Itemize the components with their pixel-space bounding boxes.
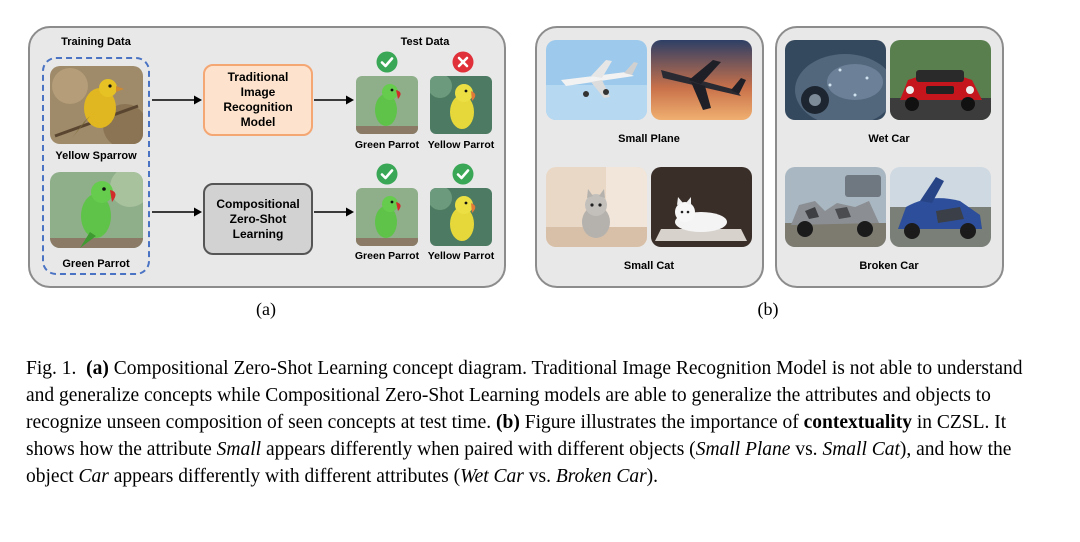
caption-b-text: Figure illustrates the importance of [520, 412, 804, 433]
broken-car-image-1 [785, 167, 886, 247]
caption-term: Car [79, 466, 109, 487]
panel-b-label: (b) [738, 299, 798, 320]
test-label-green-parrot-1: Green Parrot [349, 139, 425, 151]
panel-a-label: (a) [236, 299, 296, 320]
czsl-model-box: Compositional Zero-Shot Learning [203, 183, 313, 255]
check-icon [376, 51, 398, 73]
test-label-green-parrot-2: Green Parrot [349, 250, 425, 262]
caption-term: Small Plane [696, 439, 791, 460]
arrow-to-traditional [152, 93, 202, 107]
test-label-yellow-parrot-2: Yellow Parrot [423, 250, 499, 262]
green-parrot-image [50, 172, 143, 248]
caption-a-tag: (a) [86, 358, 109, 379]
wet-car-image-2 [890, 40, 991, 120]
caption-b-text: vs. [790, 439, 822, 460]
small-plane-image-2 [651, 40, 752, 120]
traditional-model-box: Traditional Image Recognition Model [203, 64, 313, 136]
caption-keyword-contextuality: contextuality [804, 412, 912, 433]
training-data-title: Training Data [46, 36, 146, 48]
group-label-small-cat: Small Cat [596, 260, 702, 272]
figure-caption: Fig. 1. (a) Compositional Zero-Shot Lear… [26, 355, 1026, 490]
caption-term: Broken Car [556, 466, 647, 487]
caption-b-text: vs. [524, 466, 556, 487]
small-plane-image-1 [546, 40, 647, 120]
caption-b-text: appears differently when paired with dif… [261, 439, 696, 460]
yellow-sparrow-image [50, 66, 143, 144]
group-label-broken-car: Broken Car [836, 260, 942, 272]
test-yellow-parrot-image [430, 76, 492, 134]
small-cat-image-1 [546, 167, 647, 247]
caption-term: Wet Car [460, 466, 524, 487]
arrow-to-test-1 [314, 93, 354, 107]
caption-b-tag: (b) [496, 412, 520, 433]
test-green-parrot-image [356, 188, 418, 246]
test-green-parrot-image [356, 76, 418, 134]
test-label-yellow-parrot-1: Yellow Parrot [423, 139, 499, 151]
training-label-yellow-sparrow: Yellow Sparrow [44, 150, 148, 162]
arrow-to-test-2 [314, 205, 354, 219]
caption-fig-number: Fig. 1. [26, 358, 76, 379]
caption-b-text: ). [647, 466, 658, 487]
caption-term: Small Cat [822, 439, 899, 460]
check-icon [376, 163, 398, 185]
wet-car-image-1 [785, 40, 886, 120]
group-label-small-plane: Small Plane [596, 133, 702, 145]
cross-icon [452, 51, 474, 73]
arrow-to-czsl [152, 205, 202, 219]
test-yellow-parrot-image [430, 188, 492, 246]
caption-term: Small [217, 439, 261, 460]
check-icon [452, 163, 474, 185]
test-data-title: Test Data [380, 36, 470, 48]
group-label-wet-car: Wet Car [836, 133, 942, 145]
training-label-green-parrot: Green Parrot [44, 258, 148, 270]
broken-car-image-2 [890, 167, 991, 247]
caption-b-text: appears differently with different attri… [109, 466, 460, 487]
small-cat-image-2 [651, 167, 752, 247]
